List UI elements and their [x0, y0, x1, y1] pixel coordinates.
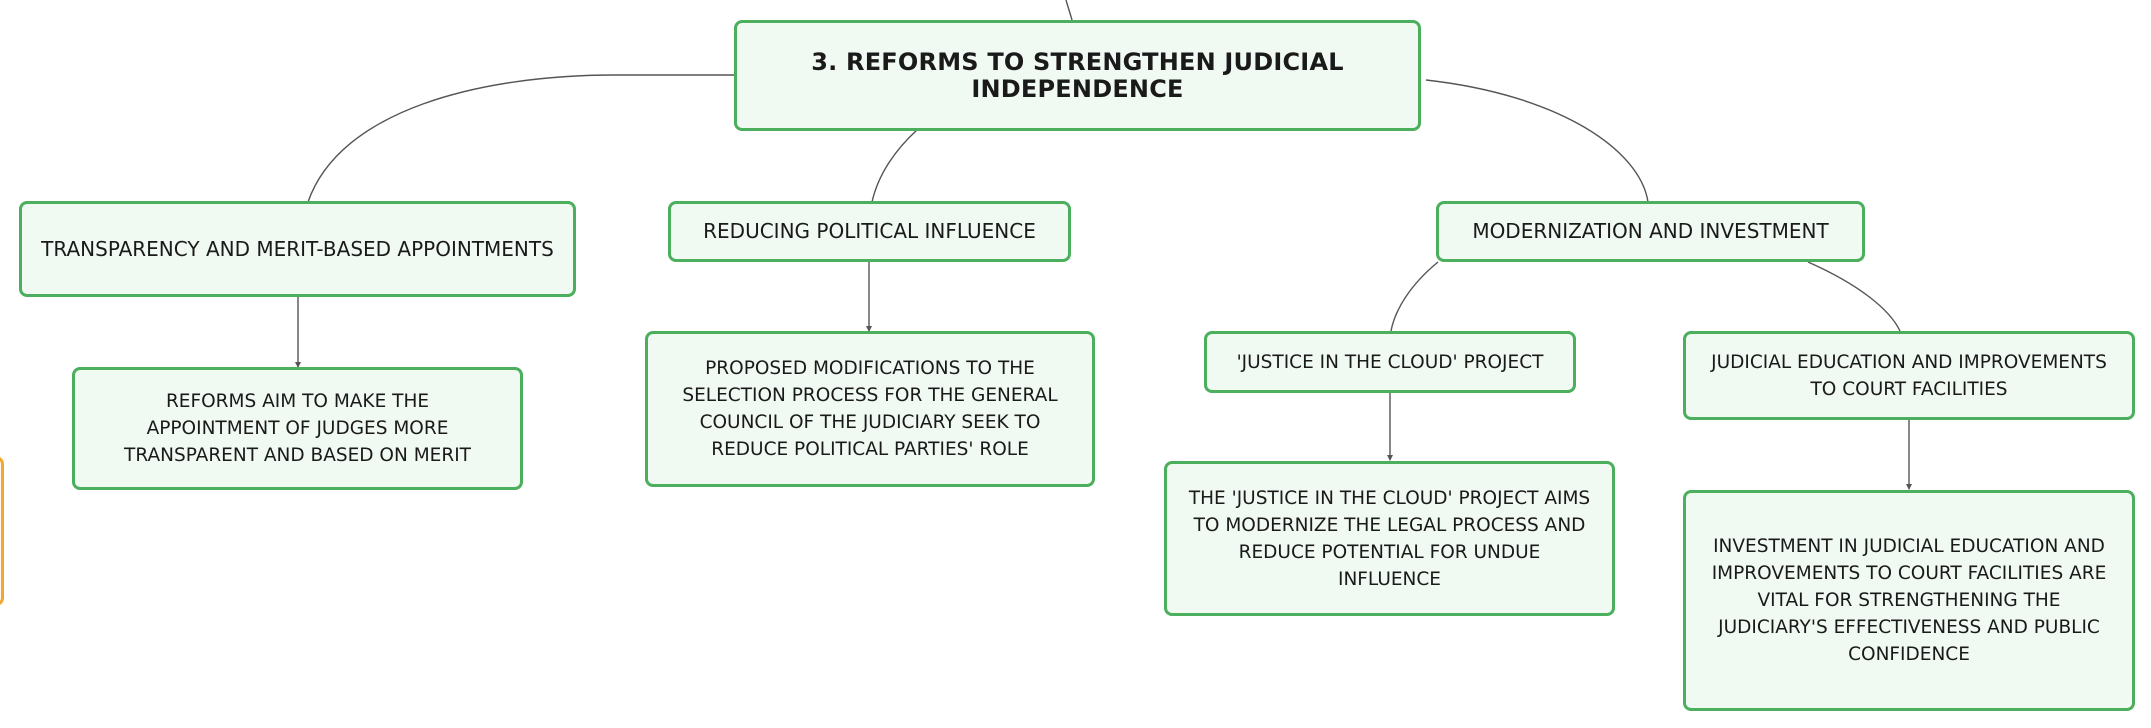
branch-modernization-node[interactable]: MODERNIZATION AND INVESTMENT [1436, 201, 1865, 262]
offscreen-node-edge [0, 456, 4, 606]
branch-modernization-label: MODERNIZATION AND INVESTMENT [1472, 219, 1829, 243]
transparency-detail-node[interactable]: REFORMS AIM TO MAKE THE APPOINTMENT OF J… [72, 367, 523, 490]
branch-political-label: REDUCING POLITICAL INFLUENCE [703, 219, 1036, 243]
education-label: JUDICIAL EDUCATION AND IMPROVEMENTS TO C… [1711, 351, 2107, 400]
cloud-project-detail-label: THE 'JUSTICE IN THE CLOUD' PROJECT AIMS … [1188, 487, 1591, 590]
connector-modernization-to-cloud [1390, 261, 1439, 332]
connector-root-to-modernization [1425, 79, 1649, 203]
connector-root-to-political [871, 129, 918, 203]
cloud-project-node[interactable]: 'JUSTICE IN THE CLOUD' PROJECT [1204, 331, 1576, 393]
branch-political-node[interactable]: REDUCING POLITICAL INFLUENCE [668, 201, 1071, 262]
connector-parent-to-root [1065, 0, 1073, 21]
root-topic-node[interactable]: 3. REFORMS TO STRENGTHEN JUDICIAL INDEPE… [734, 20, 1421, 131]
transparency-detail-label: REFORMS AIM TO MAKE THE APPOINTMENT OF J… [124, 391, 471, 466]
connector-modernization-to-education [1807, 261, 1901, 332]
political-detail-label: PROPOSED MODIFICATIONS TO THE SELECTION … [682, 358, 1058, 460]
cloud-project-label: 'JUSTICE IN THE CLOUD' PROJECT [1236, 351, 1544, 373]
root-topic-label: 3. REFORMS TO STRENGTHEN JUDICIAL INDEPE… [811, 47, 1344, 103]
education-detail-node[interactable]: INVESTMENT IN JUDICIAL EDUCATION AND IMP… [1683, 490, 2135, 711]
branch-transparency-node[interactable]: TRANSPARENCY AND MERIT-BASED APPOINTMENT… [19, 201, 576, 297]
political-detail-node[interactable]: PROPOSED MODIFICATIONS TO THE SELECTION … [645, 331, 1095, 487]
cloud-project-detail-node[interactable]: THE 'JUSTICE IN THE CLOUD' PROJECT AIMS … [1164, 461, 1615, 616]
connector-root-to-transparency [307, 74, 735, 203]
branch-transparency-label: TRANSPARENCY AND MERIT-BASED APPOINTMENT… [41, 236, 554, 261]
education-node[interactable]: JUDICIAL EDUCATION AND IMPROVEMENTS TO C… [1683, 331, 2135, 420]
education-detail-label: INVESTMENT IN JUDICIAL EDUCATION AND IMP… [1711, 536, 2107, 665]
